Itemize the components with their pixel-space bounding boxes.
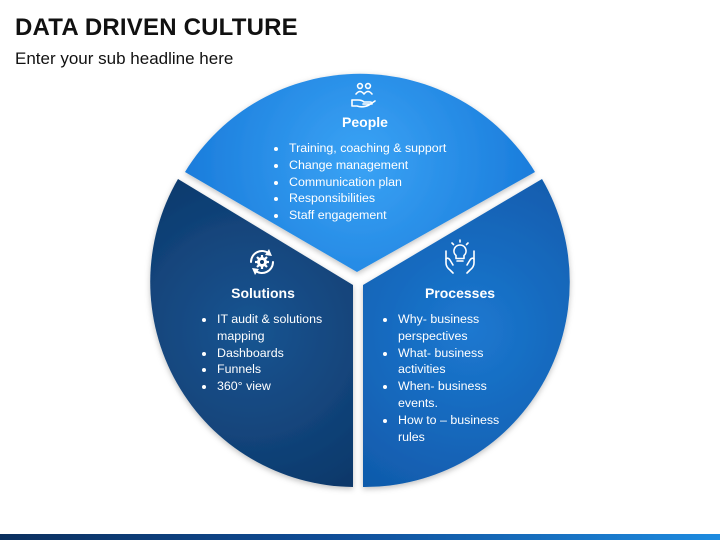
processes-segment [363,179,570,488]
list-item: Communication plan [288,174,488,191]
page-title: DATA DRIVEN CULTURE [15,14,298,41]
list-item: When- business events. [397,378,527,412]
list-item: Why- business perspectives [397,311,527,345]
list-item: 360° view [216,378,351,395]
gear-cycle-icon [249,249,275,275]
list-item: Change management [288,157,488,174]
page-subtitle: Enter your sub headline here [15,49,234,68]
list-item: Staff engagement [288,207,488,224]
list-item: Dashboards [216,345,351,362]
list-item: What- business activities [397,345,527,379]
processes-list: Why- business perspectives What- busines… [381,311,527,445]
processes-title: Processes [424,285,496,301]
footer-gradient-bar [0,534,720,540]
solutions-list: IT audit & solutions mapping Dashboards … [200,311,351,395]
people-list: Training, coaching & support Change mana… [272,140,488,224]
list-item: Funnels [216,361,351,378]
list-item: How to – business rules [397,412,527,446]
list-item: Responsibilities [288,190,488,207]
solutions-title: Solutions [231,285,295,301]
lightbulb-hands-icon [445,239,475,274]
solutions-segment [150,179,353,487]
people-segment [185,73,535,272]
list-item: IT audit & solutions mapping [216,311,351,345]
list-item: Training, coaching & support [288,140,488,157]
people-title: People [342,114,388,130]
people-hand-icon [351,82,376,108]
